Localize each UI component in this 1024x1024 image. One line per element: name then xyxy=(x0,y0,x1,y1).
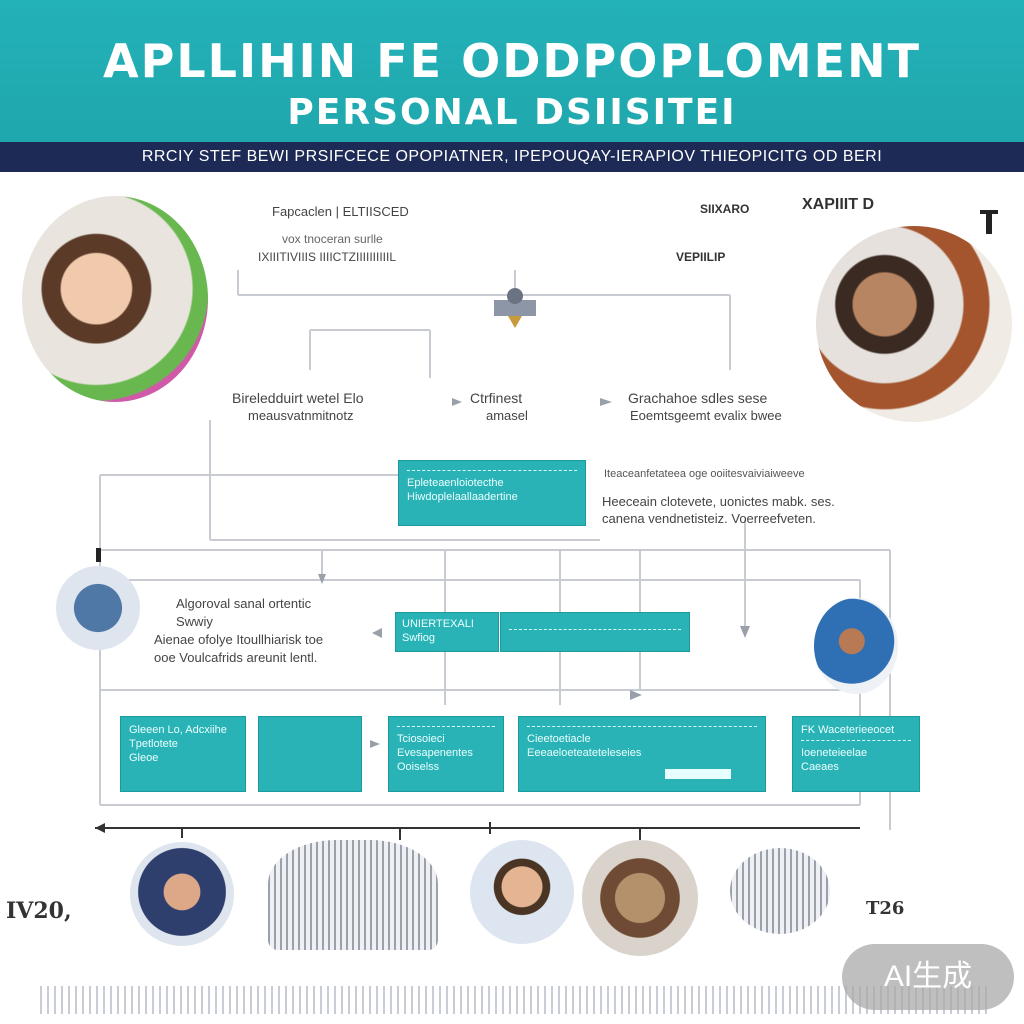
photo-timeline-2 xyxy=(268,840,438,950)
center-box-line-2: Hiwdoplelaallaadertine xyxy=(407,491,518,503)
bottom-box-1: Gleeen Lo, Adcxiihe Tpetlotete Gleoe xyxy=(120,716,246,792)
person-icon xyxy=(490,282,540,332)
photo-timeline-4 xyxy=(582,840,698,956)
top-left-sublabel-2: IXIIITIVIIIS IIIICTZIIIIIIIIIIL xyxy=(258,250,397,264)
top-right-label-2: XAPIIIT D xyxy=(802,196,875,213)
family-photo-top-right xyxy=(816,226,1012,422)
node-mid-sub: amasel xyxy=(486,408,528,423)
node-right-sub: Eoemtsgeemt evalix bwee xyxy=(630,408,782,423)
center-right-line-3: canena vendnetisteiz. Voerreefveten. xyxy=(602,511,816,526)
bottom-box-4-line-2: Eeeaeloeteateteleseies xyxy=(527,747,642,759)
center-process-box: Epleteaenloiotecthe Hiwdoplelaallaaderti… xyxy=(398,460,586,526)
bottom-box-2 xyxy=(258,716,362,792)
mid-box-bar xyxy=(500,612,690,652)
progress-strip xyxy=(665,769,731,779)
center-box-line-1: Epleteaenloiotecthe xyxy=(407,477,504,489)
mid-box-label: UNIERTEXALI Swfiog xyxy=(395,612,499,652)
top-right-label-1: SIIXARO xyxy=(700,202,750,216)
timeline-left-label: IV20, xyxy=(6,898,72,924)
center-right-line-2: Heeceain clotevete, uonictes mabk. ses. xyxy=(602,494,835,509)
left-card-line-1: Algoroval sanal ortentic xyxy=(176,596,312,611)
ai-generated-watermark: AI生成 xyxy=(842,944,1014,1010)
bottom-box-3-line-2: Evesapenentes xyxy=(397,747,473,759)
top-left-label: Fapcaclen | ELTIISCED xyxy=(272,204,409,219)
bottom-box-3: Tciosoieci Evesapenentes Ooiselss xyxy=(388,716,504,792)
bottom-box-3-line-3: Ooiselss xyxy=(397,761,440,773)
photo-timeline-1 xyxy=(130,842,234,946)
bottom-box-5-line-1: FK Waceterieeocet xyxy=(801,724,895,736)
bottom-box-5-line-2: Ioeneteieelae xyxy=(801,747,868,759)
center-right-line-1: Iteaceanfetateea oge ooiitesvaiviaiweeve xyxy=(604,468,805,480)
photo-timeline-3 xyxy=(470,840,574,944)
photo-right-mid xyxy=(814,598,898,694)
node-right-title: Grachahoe sdles sese xyxy=(628,390,768,406)
bottom-box-3-line-1: Tciosoieci xyxy=(397,733,445,745)
photo-timeline-5 xyxy=(730,848,830,934)
title-line-2: PERSONAL DSIISITEI xyxy=(287,92,737,133)
header-banner: APLLIHIN FE ODDPOPLOMENT PERSONAL DSIISI… xyxy=(0,0,1024,142)
bottom-box-4: Cieetoetiacle Eeeaeloeteateteleseies xyxy=(518,716,766,792)
photo-left-mid xyxy=(56,566,140,650)
bottom-box-1-line-1: Gleeen Lo, Adcxiihe xyxy=(129,724,227,736)
timeline-right-label: T26 xyxy=(866,898,905,919)
bottom-box-5: FK Waceterieeocet Ioeneteieelae Caeaes xyxy=(792,716,920,792)
mid-box-sub: Swfiog xyxy=(402,632,436,644)
node-mid-title: Ctrfinest xyxy=(470,390,523,406)
title-line-1: APLLIHIN FE ODDPOPLOMENT xyxy=(103,34,921,88)
bottom-box-5-line-3: Caeaes xyxy=(801,761,839,773)
bottom-ruler xyxy=(40,986,990,1014)
left-card-line-3: Aienae ofolye Itoullhiarisk toe xyxy=(154,632,324,647)
subtitle: RRCIY STEF BEWI PRSIFCECE OPOPIATNER, IP… xyxy=(141,148,883,165)
node-left-sub: meausvatnmitnotz xyxy=(248,408,354,423)
family-photo-top-left xyxy=(22,196,208,402)
left-card-line-4: ooe Voulcafrids areunit lentl. xyxy=(154,650,318,665)
bottom-box-4-line-1: Cieetoetiacle xyxy=(527,733,591,745)
top-right-label-3: VEPIILIP xyxy=(676,250,726,264)
top-left-sublabel: vox tnoceran surlle xyxy=(282,232,383,246)
bottom-box-1-line-2: Tpetlotete xyxy=(129,738,178,750)
left-card-line-2: Swwiy xyxy=(176,614,213,629)
bottom-box-1-line-3: Gleoe xyxy=(129,752,159,764)
subtitle-bar: RRCIY STEF BEWI PRSIFCECE OPOPIATNER, IP… xyxy=(0,142,1024,172)
node-left-title: Bireledduirt wetel Elo xyxy=(232,390,364,406)
mid-box-title: UNIERTEXALI xyxy=(402,618,474,630)
